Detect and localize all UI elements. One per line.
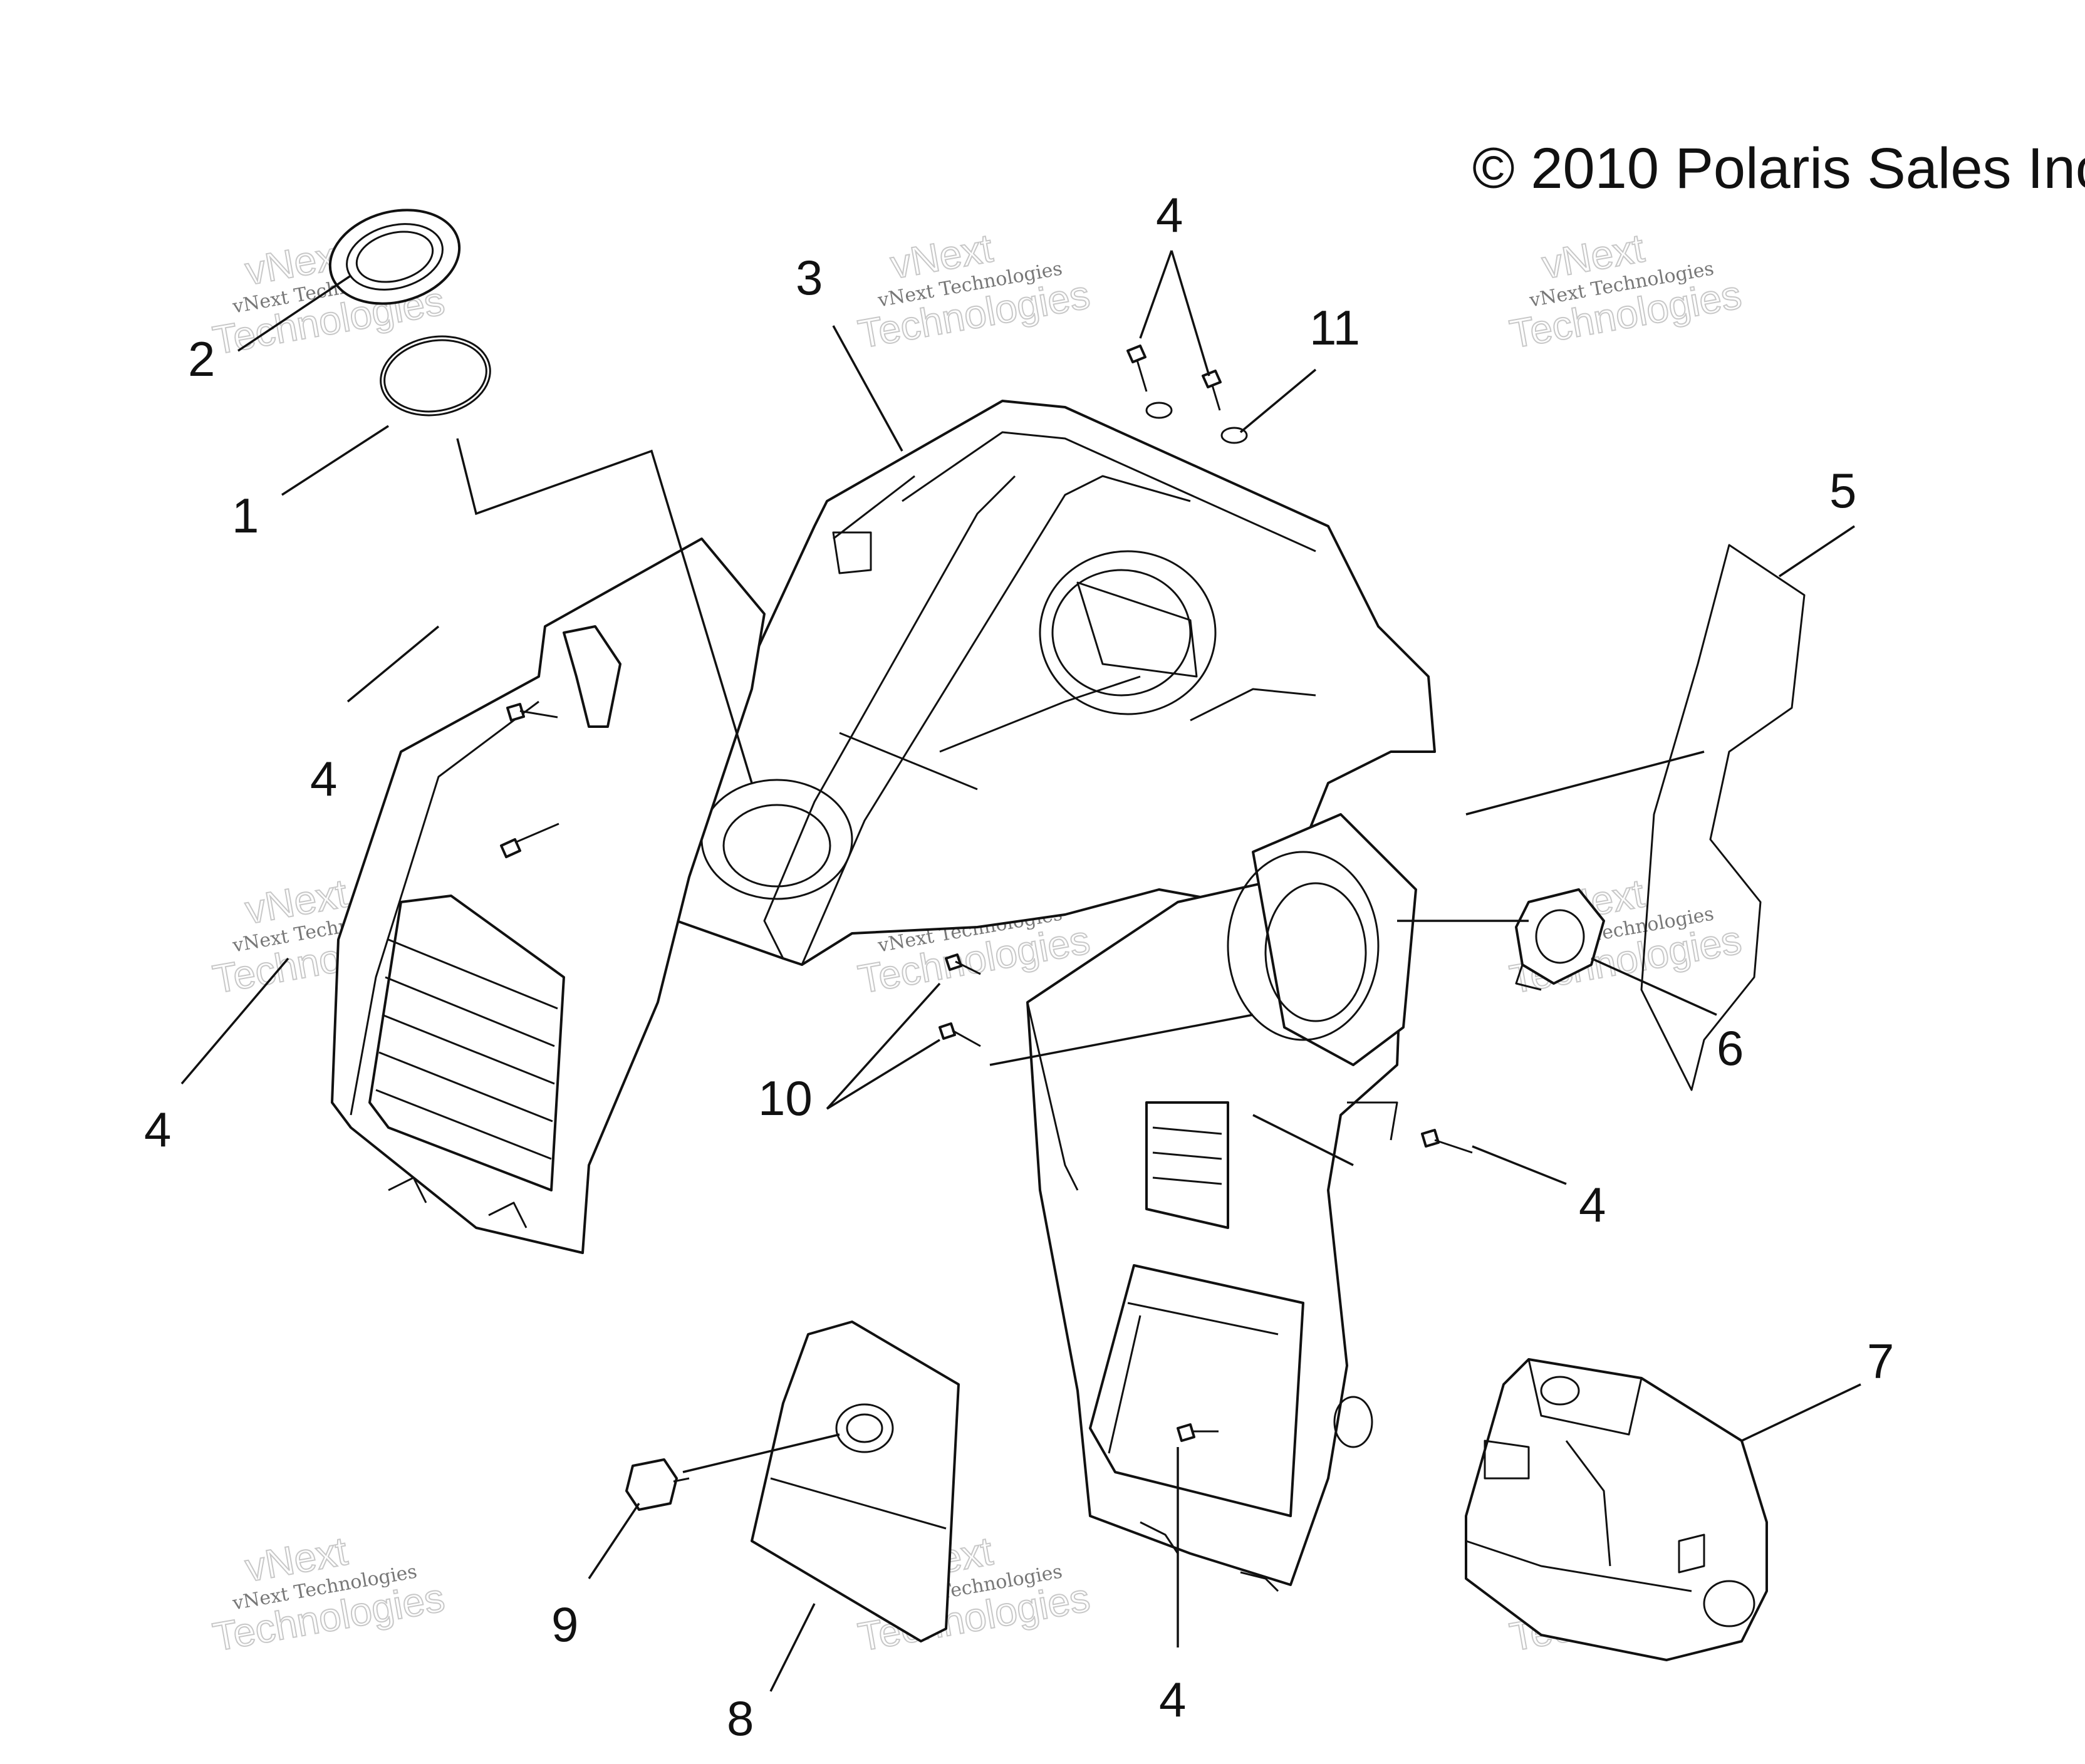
watermark: vNext vNext Technologies Technologies [854, 225, 1093, 358]
callout-4-left-upper: 4 [310, 751, 337, 806]
part-1-o-ring[interactable] [375, 328, 497, 424]
part-6-bracket[interactable] [1515, 888, 1605, 991]
callout-8: 8 [727, 1691, 754, 1746]
watermark: vNext vNext Technologies Technologies [1505, 225, 1745, 358]
callout-1: 1 [232, 488, 259, 543]
part-11-washer[interactable] [1220, 427, 1248, 444]
part-4-bolt[interactable] [1177, 1423, 1219, 1442]
part-4-bolt[interactable] [506, 703, 558, 722]
part-4-bolt[interactable] [1126, 345, 1148, 392]
part-10-rivet[interactable] [939, 1022, 981, 1047]
callout-10: 10 [758, 1071, 813, 1126]
part-4-bolt[interactable] [500, 822, 559, 858]
part-4-bolt[interactable] [1202, 370, 1222, 411]
part-11-washer[interactable] [1145, 402, 1173, 419]
part-5-decal[interactable] [1640, 544, 1806, 1091]
callout-labels: 2 1 3 4 11 5 4 4 6 10 4 7 9 8 4 [144, 187, 1894, 1746]
callout-9: 9 [551, 1597, 578, 1652]
callout-4-right: 4 [1579, 1177, 1606, 1232]
leader-lines [180, 250, 1861, 1692]
fasteners [500, 345, 1473, 1442]
callout-4-top: 4 [1156, 187, 1183, 242]
callout-4-left-lower: 4 [144, 1102, 171, 1157]
part-7-side-pod[interactable] [1465, 1358, 1768, 1661]
part-9-push-rivet[interactable] [625, 1458, 690, 1511]
callout-4-bottom: 4 [1159, 1672, 1186, 1727]
watermark: vNext vNext Technologies Technologies [209, 1528, 448, 1661]
copyright-text: © 2010 Polaris Sales Inc. [1472, 137, 2085, 200]
callout-5: 5 [1829, 463, 1856, 518]
part-2-cap-ring[interactable] [320, 196, 470, 317]
callout-7: 7 [1867, 1334, 1894, 1389]
callout-11: 11 [1309, 300, 1360, 355]
part-3-front-cab[interactable] [657, 400, 1436, 966]
part-10-rivet[interactable] [945, 953, 981, 975]
part-3-lower-right-console[interactable] [1026, 813, 1417, 1592]
callout-6: 6 [1717, 1020, 1744, 1076]
part-3-lower-left-panel[interactable] [331, 537, 766, 1254]
part-4-bolt[interactable] [1421, 1129, 1473, 1154]
part-8-access-panel[interactable] [751, 1320, 960, 1642]
callout-3: 3 [796, 250, 823, 305]
callout-2: 2 [188, 331, 215, 387]
